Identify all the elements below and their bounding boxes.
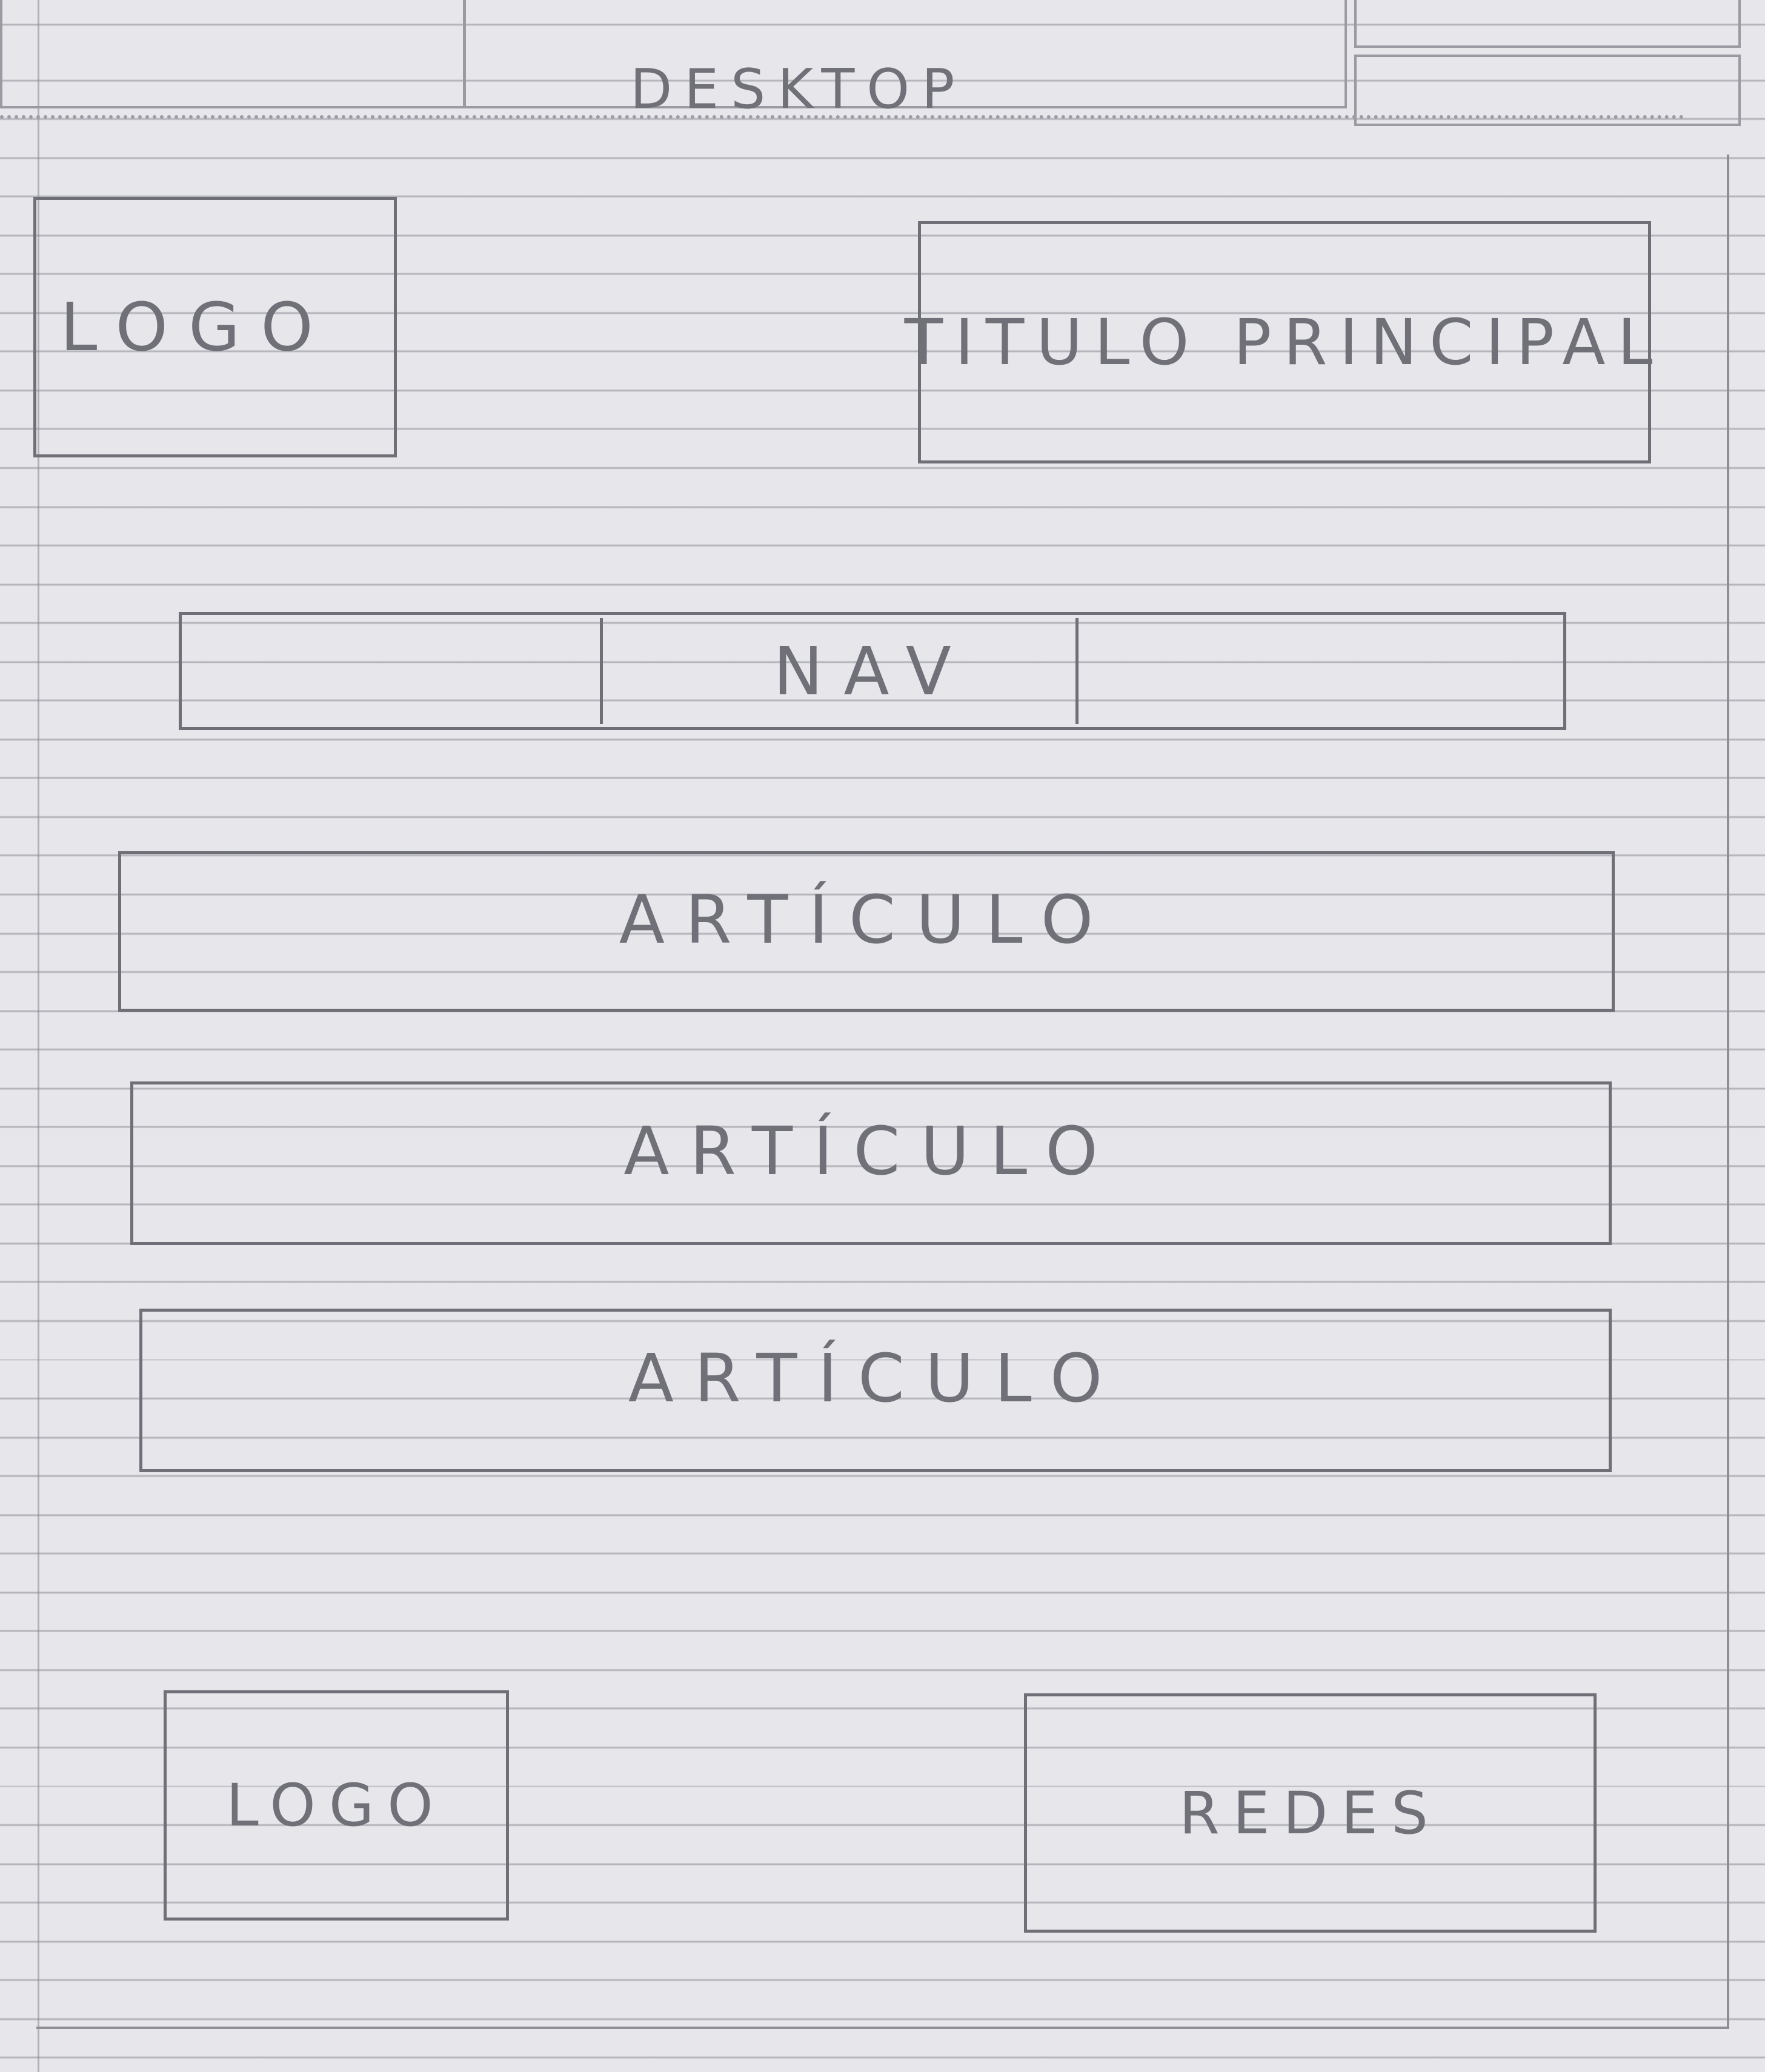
sheet-frame: [36, 154, 1729, 2029]
footer-logo-label: LOGO: [226, 1771, 447, 1839]
nav-divider-right: [1075, 618, 1079, 724]
footer-social-box: REDES: [1024, 1693, 1597, 1933]
footer-social-label: REDES: [1179, 1779, 1441, 1847]
nav-bar: NAV: [179, 612, 1566, 730]
article-label-1: ARTÍCULO: [619, 880, 1114, 958]
top-cell-right-lower: [1354, 55, 1741, 126]
article-label-3: ARTÍCULO: [628, 1340, 1123, 1417]
top-cell-center: [464, 0, 1347, 108]
dotted-separator: [0, 115, 1684, 119]
nav-label: NAV: [773, 632, 972, 710]
header-title-box: TITULO PRINCIPAL: [905, 221, 1652, 463]
header-logo-box: LOGO: [33, 197, 397, 457]
header-title-label: TITULO PRINCIPAL: [904, 305, 1665, 379]
footer-logo-box: LOGO: [164, 1690, 509, 1921]
article-box-2: ARTÍCULO: [130, 1081, 1612, 1245]
paper-margin-line: [38, 0, 39, 2072]
top-cell-right-upper: [1354, 0, 1741, 48]
article-label-2: ARTÍCULO: [623, 1112, 1118, 1190]
nav-divider-left: [600, 618, 603, 724]
top-cell-left: [0, 0, 465, 108]
header-logo-label: LOGO: [60, 288, 334, 366]
article-box-3: ARTÍCULO: [139, 1309, 1612, 1472]
article-box-1: ARTÍCULO: [118, 851, 1615, 1012]
sheet-heading: DESKTOP: [630, 58, 967, 121]
